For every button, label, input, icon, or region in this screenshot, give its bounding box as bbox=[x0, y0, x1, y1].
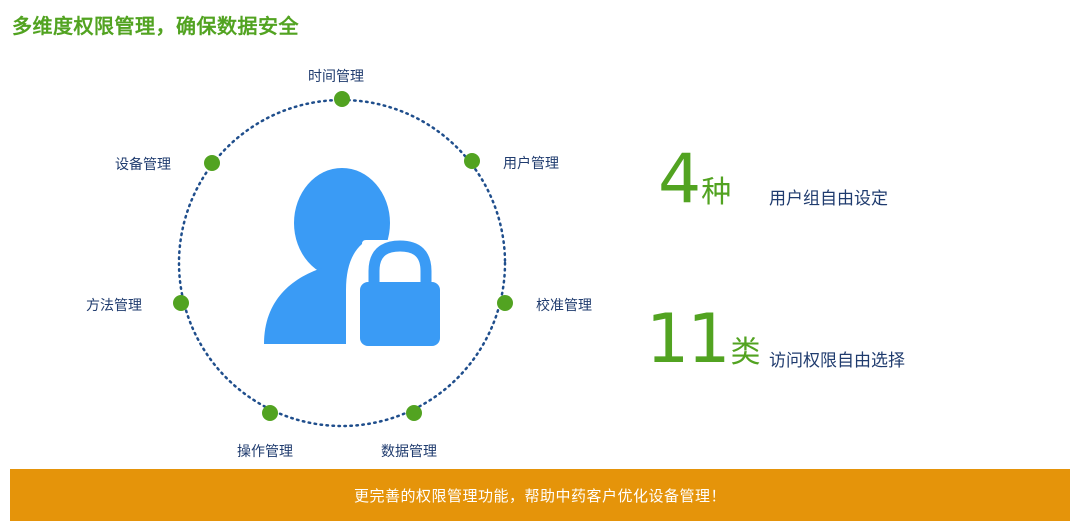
ring-node-dot bbox=[406, 405, 422, 421]
permission-ring-diagram bbox=[173, 91, 513, 428]
user-lock-icon bbox=[264, 168, 450, 352]
stat-unit: 类 bbox=[730, 335, 761, 370]
ring-node-dot bbox=[262, 405, 278, 421]
ring-node-dot bbox=[464, 153, 480, 169]
node-label-data: 数据管理 bbox=[381, 444, 437, 460]
stat-description: 访问权限自由选择 bbox=[769, 351, 905, 371]
banner-text: 更完善的权限管理功能，帮助中药客户优化设备管理！ bbox=[353, 486, 726, 505]
node-label-calibration: 校准管理 bbox=[536, 298, 592, 314]
node-label-device: 设备管理 bbox=[115, 157, 171, 173]
stat-number: 11 bbox=[646, 300, 731, 379]
ring-node-dot bbox=[497, 295, 513, 311]
stat-number: 4 bbox=[658, 140, 701, 219]
ring-node-dot bbox=[204, 155, 220, 171]
stat-unit: 种 bbox=[701, 175, 732, 210]
stat-access-permissions: 11类 bbox=[646, 306, 761, 374]
node-label-method: 方法管理 bbox=[86, 298, 142, 314]
footer-banner: 更完善的权限管理功能，帮助中药客户优化设备管理！ bbox=[10, 469, 1070, 521]
node-label-user: 用户管理 bbox=[503, 156, 559, 172]
stat-user-groups: 4种 bbox=[658, 146, 731, 214]
node-label-operation: 操作管理 bbox=[237, 444, 293, 460]
ring-node-dot bbox=[334, 91, 350, 107]
ring-node-dot bbox=[173, 295, 189, 311]
stat-description: 用户组自由设定 bbox=[769, 189, 888, 209]
node-label-time: 时间管理 bbox=[308, 69, 364, 85]
page-title: 多维度权限管理，确保数据安全 bbox=[12, 14, 299, 38]
